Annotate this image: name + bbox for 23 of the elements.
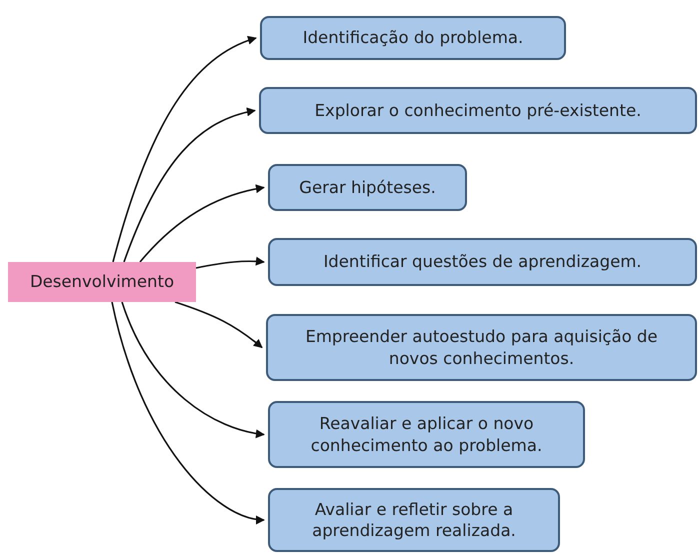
step-box — [260, 16, 566, 60]
node-label: Explorar o conhecimento pré-existente. — [314, 100, 642, 122]
step-box — [268, 488, 560, 552]
arrow — [139, 184, 265, 263]
topic-box — [8, 262, 196, 302]
step-box — [266, 314, 697, 381]
arrow — [196, 256, 265, 269]
node-label: Gerar hipóteses. — [299, 176, 436, 198]
step-box — [268, 401, 585, 468]
arrow — [111, 302, 265, 524]
step-box — [259, 87, 697, 134]
arrow — [123, 108, 256, 262]
node-label: Identificação do problema. — [302, 27, 524, 49]
arrow — [174, 301, 263, 348]
node-label: Avaliar e refletir sobre a aprendizagem realizada. — [311, 498, 517, 542]
node-label: Empreender autoestudo para aquisição de novos conhecimentos. — [304, 326, 659, 369]
step-box — [268, 238, 697, 286]
node-label: Reavaliar e aplicar o novo conhecimento ao problema. — [310, 413, 544, 456]
arrow — [121, 302, 265, 438]
arrow — [112, 36, 257, 262]
node-label: Identificar questões de aprendizagem. — [323, 251, 642, 273]
node-label: Desenvolvimento — [30, 271, 174, 293]
step-box — [268, 164, 467, 211]
